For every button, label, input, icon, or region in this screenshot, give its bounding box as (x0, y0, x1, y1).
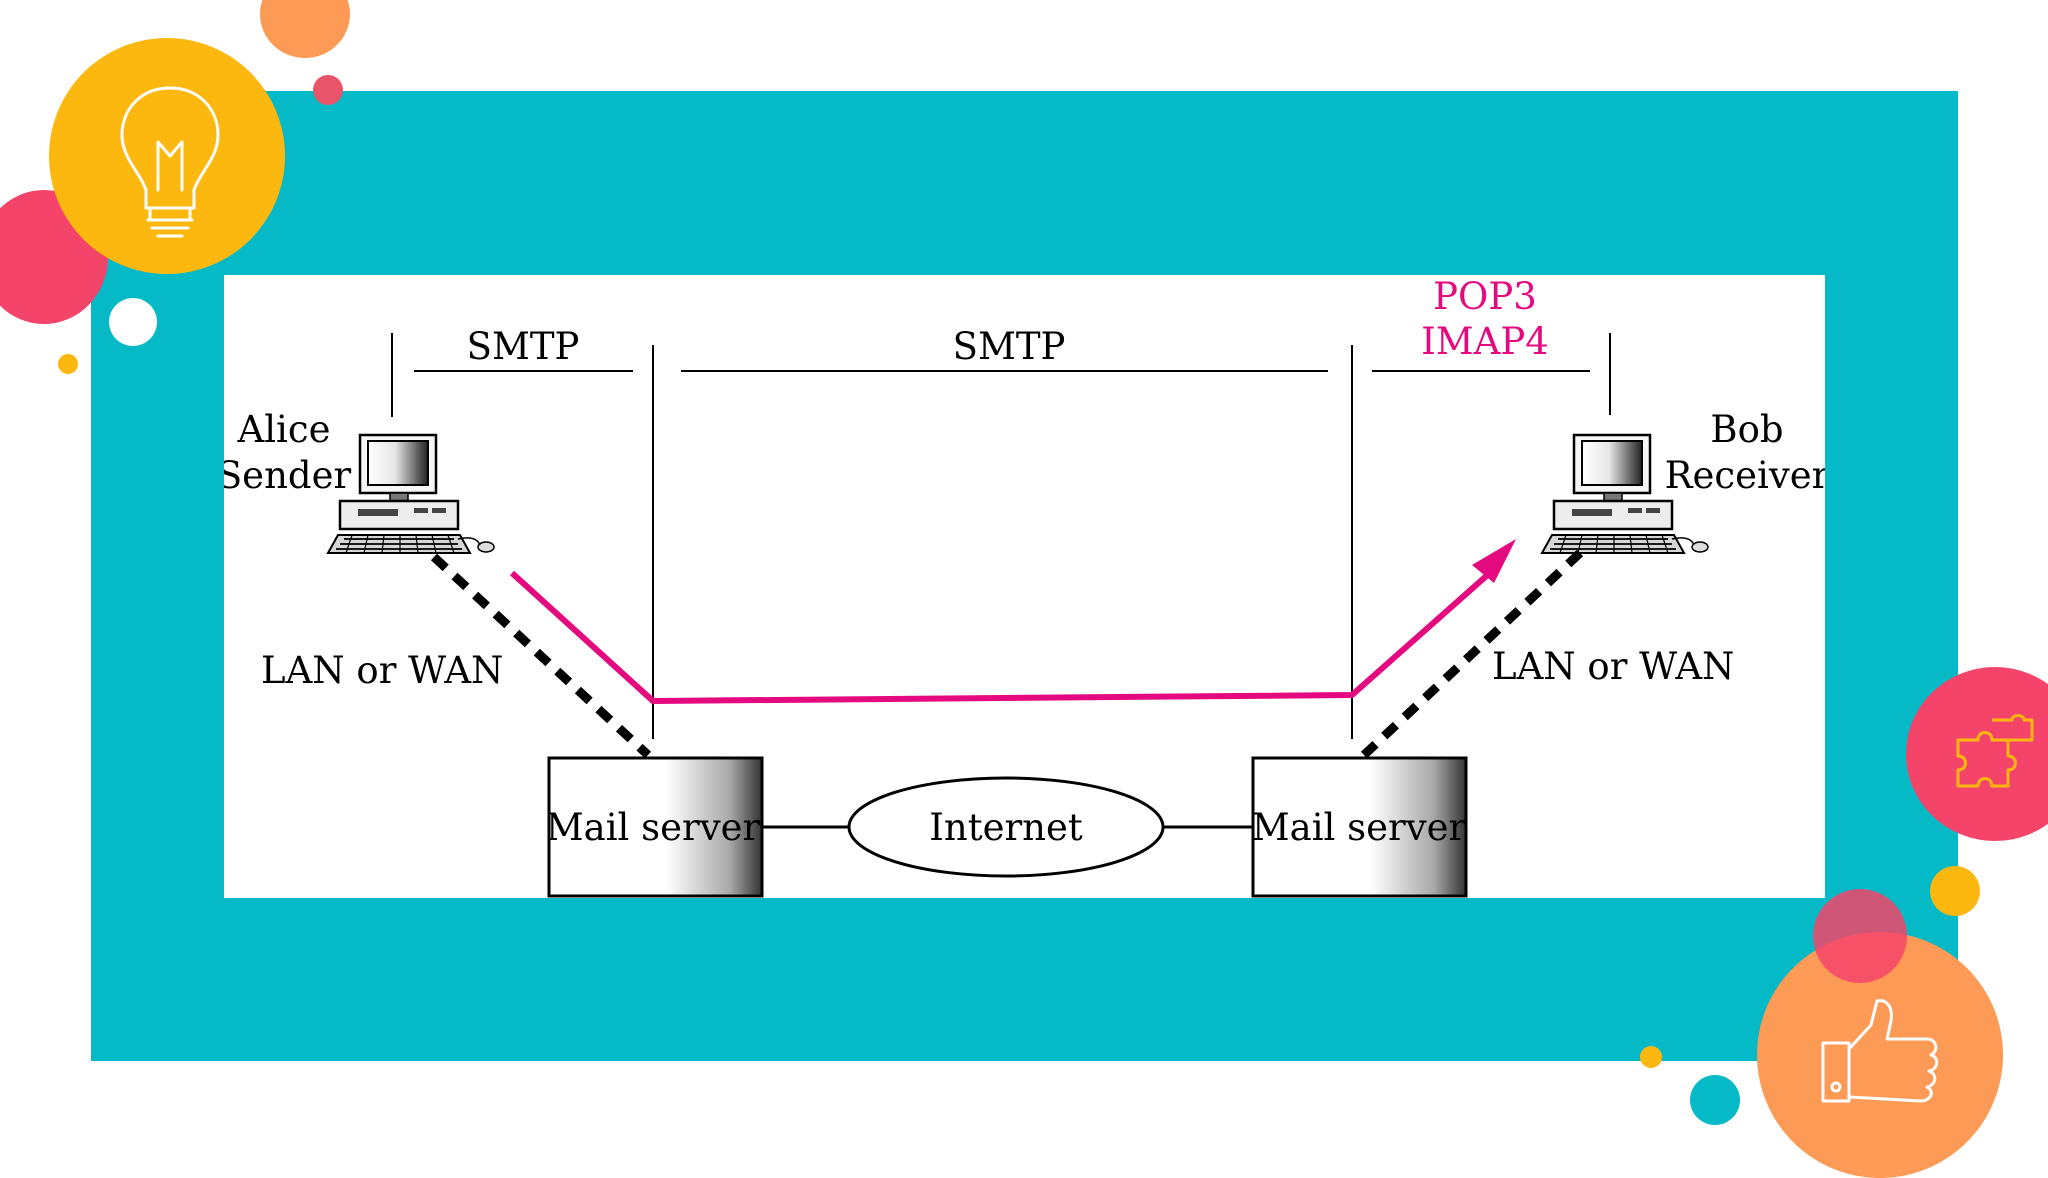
message-path-arrowhead (1472, 539, 1516, 583)
mail-server-left-box (547, 756, 764, 898)
deco-dot-yellow-left (58, 354, 78, 374)
deco-circle-red-bottom (1813, 889, 1907, 983)
receiver-name: Bob (1710, 408, 1783, 451)
deco-dot-yellow-bottom (1640, 1046, 1662, 1068)
thumbs-up-icon (1821, 999, 1939, 1103)
sender-role: Sender (224, 454, 351, 497)
email-flow-diagram: SMTP SMTP POP3 IMAP4 Alice Sender Bob Re… (217, 275, 1830, 898)
protocol-label-left: SMTP (467, 325, 580, 368)
mail-server-left-label: Mail server (546, 806, 761, 849)
receiver-role: Receiver (1665, 454, 1825, 497)
sender-computer-icon (326, 433, 496, 555)
sender-lan-link (430, 553, 652, 759)
diagram-panel: SMTP SMTP POP3 IMAP4 Alice Sender Bob Re… (217, 275, 1830, 898)
receiver-lan-link (1360, 549, 1584, 759)
protocol-label-imap4: IMAP4 (1421, 320, 1549, 363)
internet-cloud (847, 776, 1165, 878)
mail-server-right-box (1251, 756, 1468, 898)
lightbulb-icon (120, 86, 220, 238)
protocol-label-pop3: POP3 (1433, 275, 1537, 318)
deco-circle-red-right (1906, 667, 2048, 841)
link-label-left: LAN or WAN (261, 649, 503, 692)
internet-label: Internet (929, 806, 1083, 849)
deco-dot-yellow-right (1930, 866, 1980, 916)
link-label-right: LAN or WAN (1492, 645, 1734, 688)
deco-dot-red-top (313, 75, 343, 105)
deco-dot-white (109, 298, 157, 346)
deco-circle-orange-top (260, 0, 350, 58)
message-path (509, 568, 1494, 704)
mail-server-right-label: Mail server (1252, 806, 1467, 849)
deco-dot-teal-bottom (1690, 1075, 1740, 1125)
protocol-label-middle: SMTP (953, 325, 1066, 368)
sender-name: Alice (236, 408, 330, 451)
puzzle-icon (1956, 714, 2034, 788)
